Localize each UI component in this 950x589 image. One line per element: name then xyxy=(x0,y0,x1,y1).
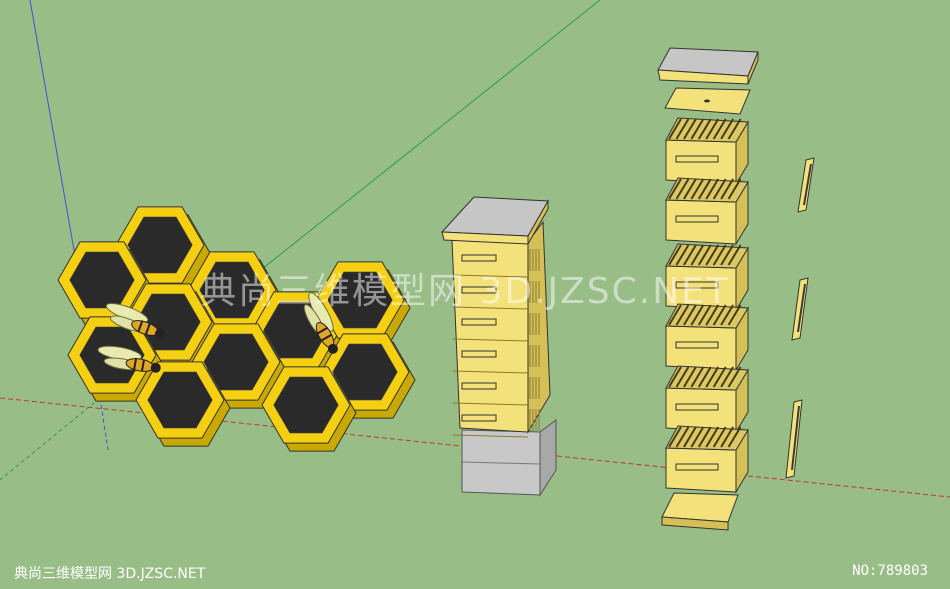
hive-box xyxy=(452,313,540,342)
bees xyxy=(97,292,338,373)
red-axis xyxy=(0,397,950,498)
bee-icon xyxy=(97,345,161,373)
exploded-hive-box xyxy=(665,177,749,246)
blue-axis-back xyxy=(99,397,109,451)
exploded-roof xyxy=(657,47,759,85)
bee-icon xyxy=(105,303,166,339)
green-axis-back xyxy=(0,397,101,481)
hive-frame-icon xyxy=(785,399,803,479)
hive-box xyxy=(452,249,540,278)
hive-box xyxy=(452,281,540,310)
honeycomb-cell xyxy=(261,366,357,452)
inner-cover xyxy=(664,87,751,115)
bottom-board xyxy=(661,492,739,531)
hive-box xyxy=(452,345,540,374)
watermark-bottom-left: 典尚三维模型网 3D.JZSC.NET xyxy=(14,566,206,582)
hive-frame-icon xyxy=(797,157,815,213)
exploded-hive-box xyxy=(665,425,749,494)
watermark-bottom-right: NO:789803 xyxy=(852,563,928,579)
hive-box xyxy=(452,377,540,406)
honeycomb-cell xyxy=(135,361,231,447)
beehive-icon[interactable] xyxy=(440,196,557,497)
exploded-hive-box xyxy=(665,117,749,186)
hive-frames[interactable] xyxy=(785,157,815,479)
hive-box xyxy=(452,409,540,438)
honeycomb-icon[interactable] xyxy=(57,206,416,452)
exploded-hive-box xyxy=(665,243,749,312)
honeycomb-cell xyxy=(315,261,411,347)
hive-frame-icon xyxy=(791,277,809,341)
exploded-hive[interactable] xyxy=(657,47,759,531)
honeycomb-cell xyxy=(123,283,219,369)
exploded-hive-box xyxy=(665,365,749,434)
watermark-center: 典尚三维模型网 3D.JZSC.NET xyxy=(200,271,730,312)
bee-icon xyxy=(303,292,338,354)
